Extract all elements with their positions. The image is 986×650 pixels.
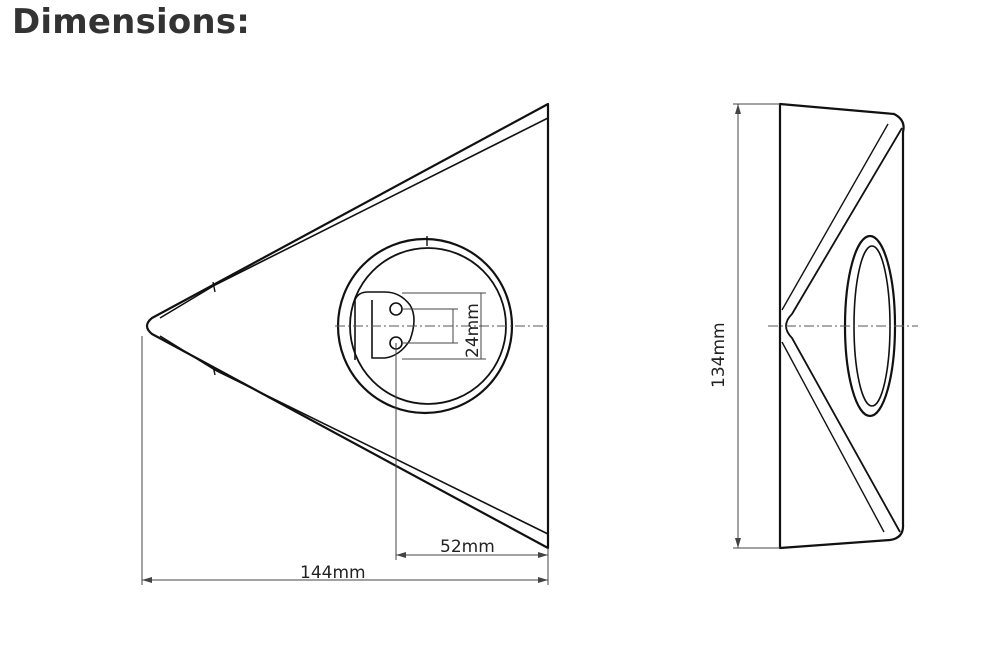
height-dimension-label: 134mm xyxy=(709,322,729,388)
side-outline xyxy=(778,102,905,550)
front-outer-outline xyxy=(145,102,550,550)
page-title: Dimensions: xyxy=(12,2,251,42)
socket-holder xyxy=(354,291,415,360)
width-dimension-label: 144mm xyxy=(300,563,366,583)
side-inner-wedge-2 xyxy=(781,123,889,311)
offset-dimension-label: 52mm xyxy=(440,537,495,557)
front-inner-edge-top xyxy=(159,117,549,319)
hole-spacing-dimension-label: 24mm xyxy=(463,303,483,358)
front-inner-edge-bottom xyxy=(159,335,549,535)
side-lens-outer xyxy=(843,234,897,418)
side-inner-wedge-3 xyxy=(781,341,885,533)
pin-top xyxy=(389,302,403,316)
